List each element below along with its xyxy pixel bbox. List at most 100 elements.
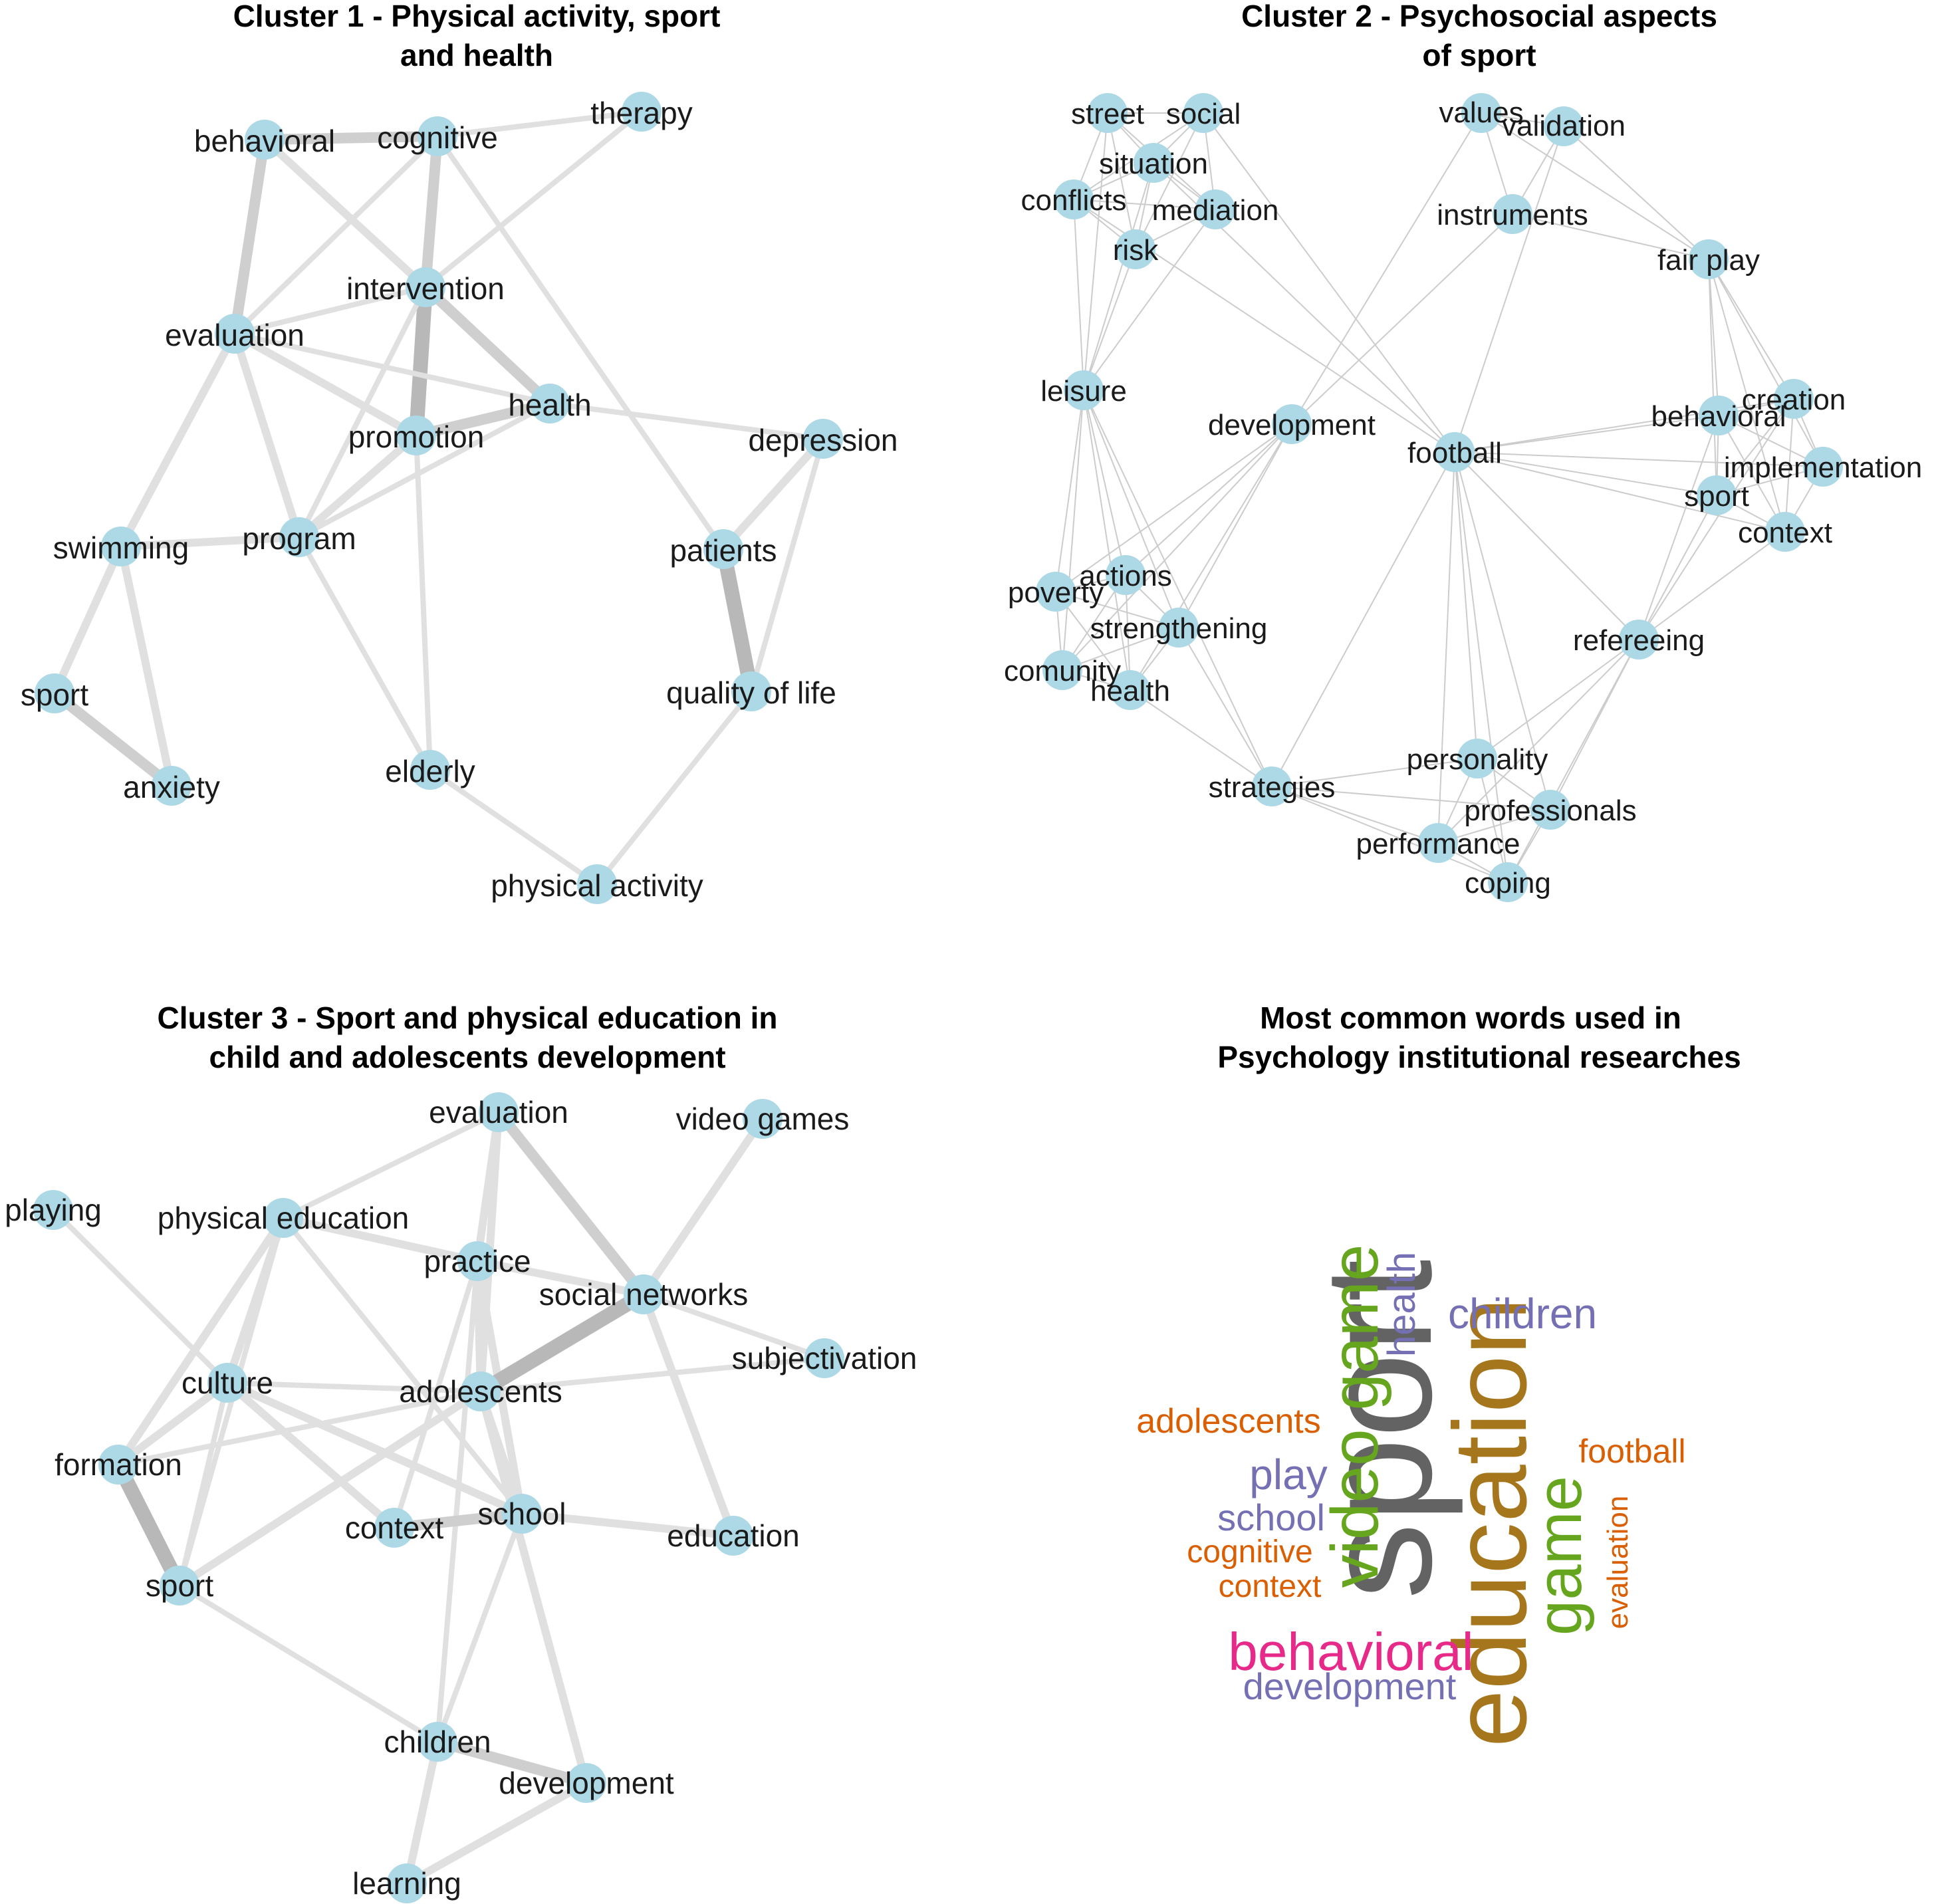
cluster2-edge-conflicts-mediation [1073, 199, 1216, 210]
cluster1-edge-promotion-health [415, 398, 551, 441]
cluster3-node-evaluation [479, 1092, 519, 1132]
cluster3-label-children: children [384, 1725, 491, 1759]
wordcloud-word-behavioral: behavioral [1228, 1622, 1473, 1681]
cluster1-title-line1: Cluster 1 - Physical activity, sport [233, 0, 721, 33]
cluster2-edge-strategies-personality [1271, 758, 1478, 787]
cluster3-edge-adolescents-culture [227, 1380, 481, 1394]
cluster2-node-context [1765, 512, 1805, 552]
cluster2-label-leisure: leisure [1040, 375, 1127, 408]
cluster2-node-creation [1774, 379, 1814, 419]
cluster2-node-mediation [1195, 189, 1235, 229]
cluster3-node-playing [33, 1190, 73, 1230]
cluster2-edge-leisure-poverty [1055, 390, 1084, 592]
cluster2-edge-fair-play-sport [1708, 259, 1717, 496]
cluster3-edge-formation-sport [112, 1461, 186, 1589]
cluster3-edge-children-learning [403, 1740, 441, 1885]
cluster2-node-validation [1544, 106, 1584, 146]
cluster1-node-therapy [622, 92, 662, 132]
cluster1-node-behavioral [245, 120, 285, 160]
cluster3-nodes [33, 1092, 844, 1903]
cluster1-node-promotion [396, 416, 436, 455]
cluster1-edge-promotion-program [297, 432, 419, 540]
cluster1-node-depression [803, 419, 843, 459]
cluster2-label-football: football [1407, 437, 1502, 469]
cluster3-node-education [713, 1516, 753, 1556]
cluster3-node-children [418, 1722, 457, 1762]
cluster2-label-refereeing: refereeing [1573, 624, 1705, 657]
cluster1-edge-evaluation-health [234, 331, 550, 406]
cluster3-node-social-networks [624, 1274, 664, 1314]
cluster3-edge-school-education [521, 1510, 734, 1540]
cluster1-label-anxiety: anxiety [123, 770, 220, 804]
cluster3-edges [51, 1109, 826, 1887]
cluster1-edge-evaluation-swimming [117, 332, 239, 548]
panel-titles: Cluster 1 - Physical activity, sport and… [158, 0, 1741, 1074]
cluster2-edge-street-leisure [1083, 112, 1108, 391]
cluster2-node-social [1183, 93, 1223, 133]
cluster3-edge-culture-formation [116, 1379, 230, 1468]
cluster2-edge-development-poverty [1055, 423, 1292, 592]
cluster2-title-line1: Cluster 2 - Psychosocial aspects [1241, 0, 1717, 33]
cluster2-edge-behavioral-context [1718, 415, 1786, 533]
cluster3-label-subjectivation: subjectivation [732, 1341, 917, 1375]
cluster1-node-program [279, 517, 319, 557]
cluster2-edge-risk-leisure [1083, 249, 1136, 391]
cluster2-edge-refereeing-creation [1638, 398, 1794, 640]
cluster2-node-strategies [1252, 767, 1292, 806]
cluster1-edge-behavioral-intervention [261, 136, 429, 291]
cluster2-edge-development-health [1130, 423, 1292, 691]
cluster2-edge-values-development [1291, 112, 1482, 425]
cluster3-label-video-games: video games [676, 1102, 850, 1136]
cluster2-label-context: context [1738, 517, 1832, 549]
wordcloud-word-adolescents: adolescents [1136, 1402, 1321, 1441]
cluster2-edge-refereeing-performance [1437, 639, 1639, 844]
cluster1-label-patients: patients [669, 533, 777, 568]
cluster1-edges [51, 109, 826, 887]
cluster3-node-culture [207, 1363, 247, 1403]
cluster1-edge-patients-quality-of-life [716, 547, 759, 693]
cluster2-label-health: health [1090, 675, 1170, 707]
cluster2-label-sport: sport [1684, 480, 1749, 513]
cluster2-edge-instruments-development [1291, 213, 1513, 425]
cluster3-edge-school-children [435, 1512, 525, 1743]
cluster2-node-professionals [1530, 790, 1570, 830]
cluster3-edge-video-games-social-networks [640, 1116, 766, 1297]
cluster1-label-depression: depression [748, 423, 898, 457]
cluster2-edge-fair-play-context [1708, 259, 1786, 533]
cluster3-edge-learning-development [405, 1779, 588, 1887]
cluster2-edge-refereeing-personality [1477, 639, 1639, 759]
cluster2-edge-social-football [1203, 112, 1455, 453]
cluster2-node-instruments [1493, 194, 1532, 234]
cluster1-edge-intervention-program [297, 286, 428, 538]
cluster3-node-context [374, 1508, 414, 1548]
cluster3-node-learning [387, 1863, 427, 1903]
cluster2-node-street [1088, 93, 1128, 133]
cluster2-label-situation: situation [1099, 148, 1208, 180]
cluster3-label-social-networks: social networks [539, 1277, 748, 1312]
cluster1-edge-evaluation-promotion [233, 330, 418, 439]
cluster2-edge-social-risk [1135, 112, 1204, 250]
cluster2-edge-football-context [1454, 451, 1786, 533]
cluster2-edge-street-risk [1107, 112, 1136, 250]
cluster1-edge-intervention-evaluation [234, 285, 426, 336]
cluster2-edge-values-fair-play [1481, 112, 1709, 260]
wordcloud-word-play: play [1249, 1451, 1327, 1498]
cluster2-edge-fair-play-behavioral [1708, 259, 1719, 416]
cluster1-edge-behavioral-cognitive [264, 131, 438, 145]
cluster2-node-football [1435, 432, 1475, 472]
cluster2-edge-refereeing-context [1638, 531, 1786, 640]
cluster2-edge-strengthening-strategies [1178, 627, 1272, 787]
cluster2-nodes [1036, 93, 1843, 902]
cluster2-node-actions [1106, 555, 1146, 595]
wordcloud-word-school: school [1217, 1496, 1325, 1538]
cluster1-label-evaluation: evaluation [165, 318, 304, 352]
cluster1-edge-quality-of-life-physical-activity [594, 689, 754, 886]
cluster2-label-strategies: strategies [1209, 771, 1336, 804]
cluster2-node-health [1110, 670, 1150, 710]
cluster2-edge-leisure-actions [1083, 390, 1126, 576]
cluster3-label-education: education [667, 1518, 800, 1553]
cluster2-node-sport [1697, 475, 1737, 515]
cluster3-label-adolescents: adolescents [399, 1374, 562, 1409]
cluster2-edge-refereeing-coping [1507, 639, 1639, 883]
